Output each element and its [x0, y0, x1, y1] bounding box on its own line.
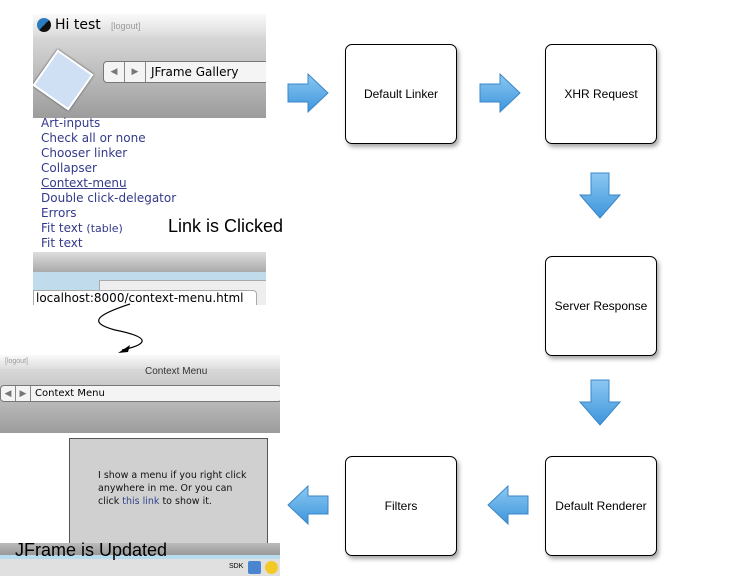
link-collapser[interactable]: Collapser	[41, 161, 97, 175]
back-button[interactable]: ◀	[104, 62, 125, 82]
app-icon[interactable]	[248, 561, 261, 574]
toolbar: Context Menu ◀ ▶ Context Menu	[0, 366, 280, 433]
taskbar: SDK	[0, 559, 280, 576]
this-link[interactable]: this link	[122, 496, 160, 507]
link-fit-text-table[interactable]: Fit text (table)	[41, 221, 176, 236]
label-jframe-updated: JFrame is Updated	[15, 540, 168, 560]
step-default-linker: Default Linker	[345, 44, 457, 144]
back-button[interactable]: ◀	[1, 386, 16, 401]
step-xhr-request: XHR Request	[545, 44, 657, 144]
link-suffix: (table)	[86, 222, 123, 235]
greeting: Hi test	[55, 17, 101, 33]
title-bar: [logout]	[0, 355, 280, 369]
link-fit-text[interactable]: Fit text	[41, 236, 83, 250]
taskbar: localhost:8000/context-menu.html	[33, 272, 266, 305]
link-check-all[interactable]: Check all or none	[41, 131, 146, 145]
context-menu-panel[interactable]: I show a menu if you right click anywher…	[69, 438, 268, 545]
link-text: Fit text	[41, 221, 83, 235]
window-title: Context Menu	[145, 366, 208, 377]
screenshot-after: [logout] Context Menu ◀ ▶ Context Menu I…	[0, 355, 280, 576]
link-list: Art-inputs Check all or none Chooser lin…	[41, 116, 176, 251]
arrow-down-icon	[578, 172, 622, 219]
forward-button[interactable]: ▶	[125, 62, 146, 82]
arrow-left-icon	[287, 484, 329, 526]
step-server-response: Server Response	[545, 256, 657, 356]
forward-button[interactable]: ▶	[16, 386, 31, 401]
logout-link[interactable]: [logout]	[5, 358, 28, 365]
arrow-right-icon	[479, 72, 521, 114]
nav-bar: ◀ ▶ Context Menu	[0, 385, 280, 402]
nav-bar: ◀ ▶ JFrame Gallery	[103, 61, 266, 83]
taskbar-strip	[0, 555, 280, 559]
link-context-menu[interactable]: Context-menu	[41, 176, 127, 190]
logo-icon	[37, 18, 51, 32]
gallery-icon	[33, 49, 94, 111]
step-filters: Filters	[345, 456, 457, 556]
link-double-click[interactable]: Double click-delegator	[41, 191, 177, 205]
nav-title: JFrame Gallery	[151, 65, 239, 79]
chat-icon[interactable]	[265, 561, 278, 574]
panel-text-tail: to show it.	[159, 496, 212, 507]
link-art-inputs[interactable]: Art-inputs	[41, 116, 101, 130]
toolbar: ◀ ▶ JFrame Gallery	[33, 36, 266, 118]
curved-arrow	[98, 303, 143, 353]
status-url: localhost:8000/context-menu.html	[33, 290, 257, 305]
link-errors[interactable]: Errors	[41, 206, 77, 220]
nav-title: Context Menu	[35, 388, 105, 399]
logout-link[interactable]: [logout]	[111, 21, 141, 31]
label-link-clicked: Link is Clicked	[168, 216, 284, 236]
arrow-down-icon	[578, 379, 622, 426]
sdk-label[interactable]: SDK	[229, 563, 244, 570]
bottom-bar	[33, 252, 266, 272]
link-chooser-linker[interactable]: Chooser linker	[41, 146, 128, 160]
screenshot-before: Hi test [logout] ◀ ▶ JFrame Gallery Art-…	[33, 14, 266, 305]
title-bar: Hi test [logout]	[33, 14, 266, 36]
bottom-bar	[0, 543, 280, 555]
step-default-renderer: Default Renderer	[545, 456, 657, 556]
arrow-left-icon	[487, 484, 529, 526]
panel-text: I show a menu if you right click anywher…	[98, 469, 248, 508]
arrow-right-icon	[287, 72, 329, 114]
panel-text-body: I show a menu if you right click anywher…	[98, 470, 247, 507]
